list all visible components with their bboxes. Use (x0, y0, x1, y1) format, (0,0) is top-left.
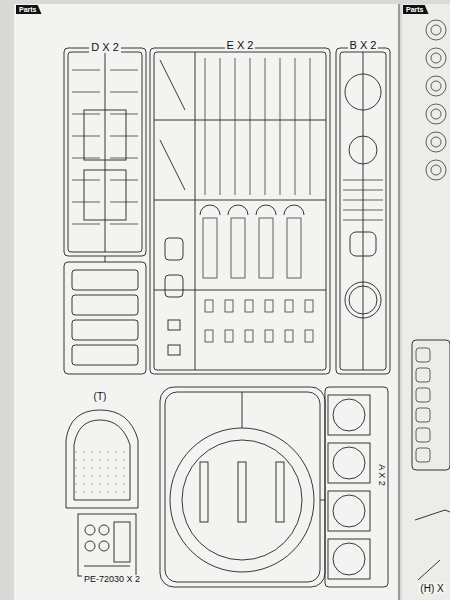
tab-text: Parts (19, 6, 37, 13)
part-label: (H) X (418, 583, 445, 594)
section-tab: Parts (403, 5, 429, 14)
part-label: B X 2 (348, 39, 379, 51)
part-label: A X 2 (376, 462, 386, 488)
tab-text: Parts (406, 6, 424, 13)
part-label: E X 2 (225, 39, 256, 51)
part-label: (T) (92, 391, 109, 402)
section-tab: Parts (16, 5, 42, 14)
part-label: D X 2 (89, 41, 121, 53)
part-label: PE-72030 X 2 (82, 575, 142, 585)
